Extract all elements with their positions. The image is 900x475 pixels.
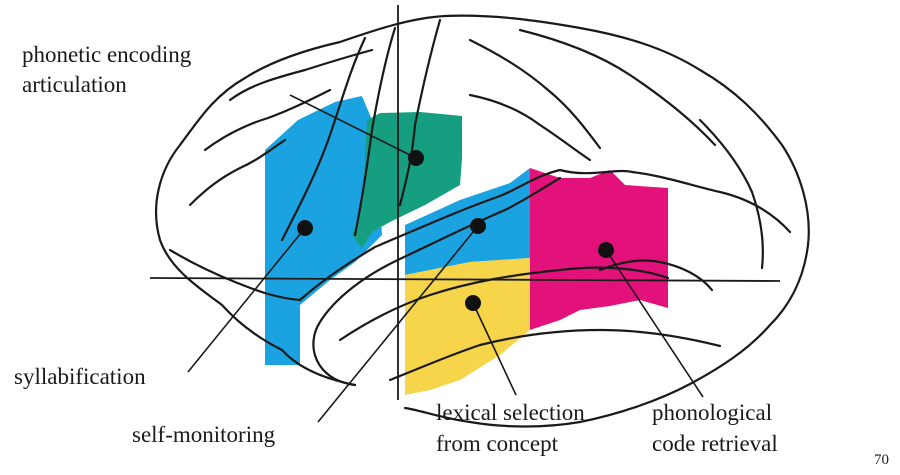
marker-self-monitoring: [470, 218, 486, 234]
label-lexical-selection: lexical selection: [436, 400, 585, 425]
marker-phonological: [598, 242, 614, 258]
label-syllabification: syllabification: [14, 364, 146, 389]
marker-lexical: [465, 295, 481, 311]
marker-syllabification: [297, 220, 313, 236]
page-number: 70: [874, 452, 889, 468]
label-phonological: phonological: [652, 400, 772, 425]
marker-phonetic: [408, 150, 424, 166]
label-phonetic-encoding: phonetic encoding: [22, 42, 192, 67]
parietal-gyrus-3: [470, 95, 590, 160]
label-self-monitoring: self-monitoring: [132, 422, 276, 447]
label-code-retrieval: code retrieval: [652, 431, 778, 456]
parietal-gyrus-1: [470, 40, 600, 148]
occipital-gyrus: [700, 120, 763, 268]
label-articulation: articulation: [22, 72, 127, 97]
label-from-concept: from concept: [436, 431, 559, 456]
parietal-gyrus-2: [520, 30, 715, 145]
